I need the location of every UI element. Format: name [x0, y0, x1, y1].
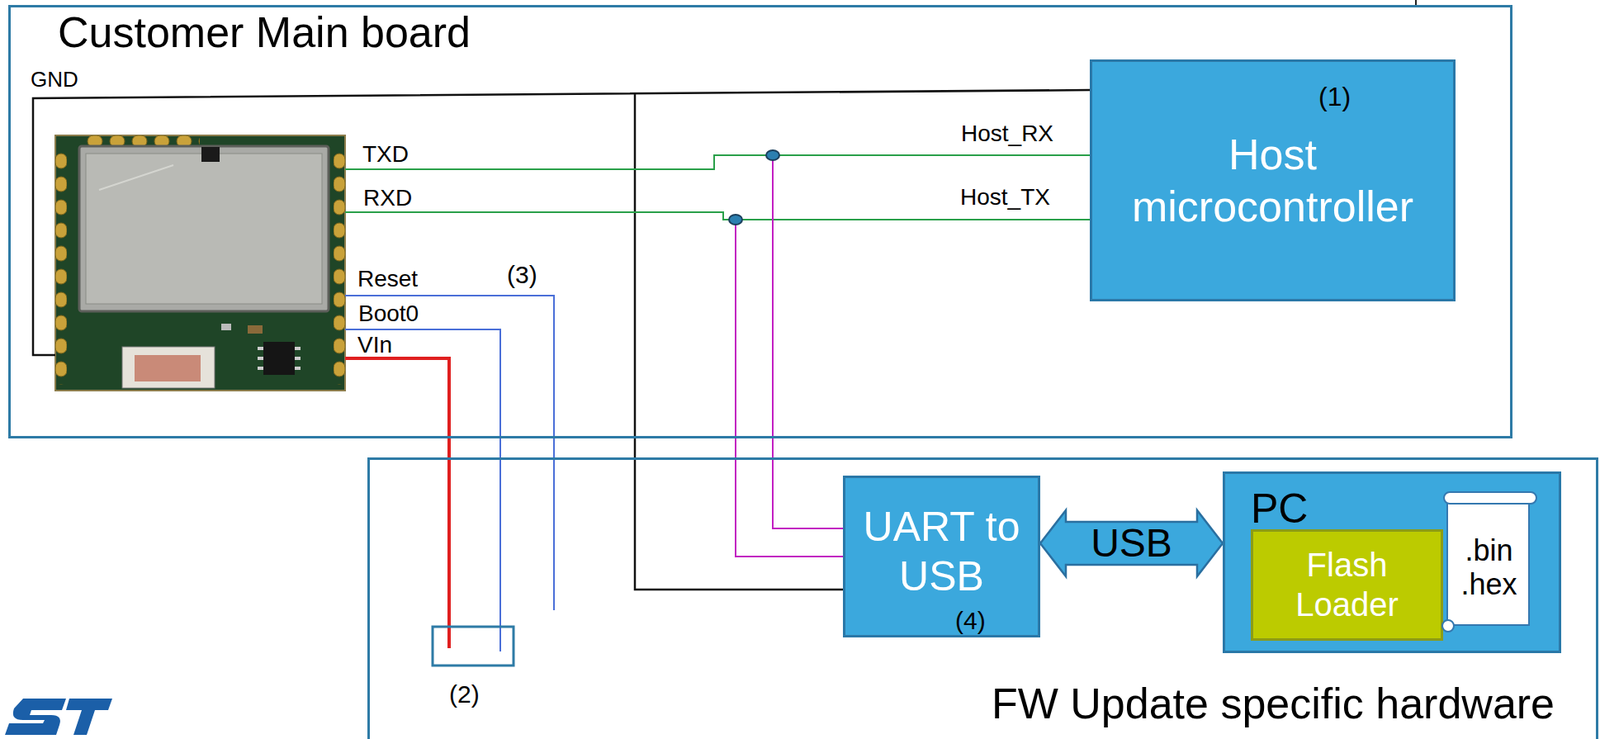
callout-number: (4) — [955, 608, 986, 634]
node-text: Customer Main board — [57, 8, 471, 58]
scroll-roll — [1443, 492, 1537, 504]
label-anchor: GND — [30, 68, 79, 90]
module-pcb — [55, 135, 346, 391]
chip-pin — [294, 356, 301, 360]
chip-pin — [294, 346, 301, 351]
jumper-connector — [432, 626, 514, 666]
label-anchor: RXD — [363, 186, 412, 210]
company-logo — [4, 698, 113, 735]
node-text: FW Update specific hardware — [991, 679, 1555, 729]
board-region: Customer Main boardHost microcontroller — [8, 4, 1513, 439]
rxd-wire — [345, 212, 1090, 220]
label-anchor: (1) — [1318, 83, 1351, 110]
signal-label: Host_RX — [960, 122, 1054, 146]
computer-box: PC Flash Loader .bin .hex — [1222, 471, 1562, 654]
callout-number: (1) — [1318, 83, 1351, 110]
tap-wire — [735, 219, 843, 557]
module-part — [122, 346, 215, 389]
process-box: Host microcontroller — [1089, 59, 1456, 302]
module-shield — [79, 146, 329, 312]
label-anchor: TXD — [362, 142, 409, 166]
frame-tick — [1415, 0, 1417, 6]
module-part-inner — [134, 355, 201, 382]
label-anchor: (3) — [506, 262, 538, 288]
scroll-curl — [1442, 620, 1454, 632]
vin-wire — [345, 358, 450, 649]
gnd-wire — [634, 93, 843, 590]
chip-pin — [257, 366, 264, 370]
shield-scratch — [99, 165, 174, 190]
callout-number: (2) — [449, 681, 480, 707]
label-anchor: Reset — [357, 267, 418, 291]
junction-dot — [728, 214, 743, 225]
node-text: .bin .hex — [1460, 533, 1517, 602]
chip-pin — [257, 356, 264, 360]
logo-shape — [4, 698, 67, 735]
edge-label-anchor: USB — [1090, 523, 1173, 564]
logo-shape — [66, 698, 113, 735]
label-anchor: Boot0 — [358, 302, 419, 326]
label-anchor: Host_TX — [960, 185, 1051, 209]
boot0-wire — [345, 329, 501, 652]
label-anchor: VIn — [357, 333, 393, 357]
module-chip — [263, 341, 295, 375]
pin-label: VIn — [357, 333, 393, 357]
usb-arrow — [1040, 510, 1223, 577]
signal-label: Host_TX — [960, 185, 1051, 209]
pin-label: Reset — [357, 267, 418, 291]
converter-box: UART to USB — [842, 475, 1041, 638]
hardware-region: FW Update specific hardware UART to USB PC… — [367, 457, 1599, 739]
label-anchor: (4) — [955, 608, 986, 634]
chip-pin — [294, 366, 301, 370]
module-pads — [333, 150, 346, 385]
shield-notch — [201, 146, 220, 162]
tap-wire — [772, 155, 843, 529]
signal-label: GND — [30, 68, 79, 90]
gnd-wire — [33, 89, 1090, 356]
module-resistor — [221, 323, 232, 331]
node-text: Flash Loader — [1253, 545, 1441, 624]
module-pads — [55, 150, 67, 385]
node-text: UART to USB — [845, 501, 1038, 602]
junction-dot — [766, 150, 780, 161]
txd-wire — [345, 155, 1090, 170]
label-anchor: (2) — [449, 681, 480, 707]
wires — [33, 89, 1090, 652]
pin-label: RXD — [363, 186, 412, 210]
module-shield-top — [85, 153, 322, 304]
pin-label: TXD — [362, 142, 409, 166]
pin-label: Boot0 — [358, 302, 419, 326]
edge-label: USB — [1090, 523, 1173, 564]
module-capacitor — [247, 325, 263, 334]
scroll-outline — [1439, 489, 1539, 635]
node-text: PC — [1250, 485, 1308, 534]
chip-pin — [257, 346, 264, 351]
node-text: Host microcontroller — [1092, 128, 1454, 232]
callout-number: (3) — [506, 262, 538, 288]
label-anchor: Host_RX — [960, 122, 1054, 146]
software-box: Flash Loader — [1250, 529, 1444, 641]
file-icon: .bin .hex — [1439, 489, 1539, 635]
module-picture — [55, 135, 346, 391]
scroll-body — [1447, 497, 1529, 625]
